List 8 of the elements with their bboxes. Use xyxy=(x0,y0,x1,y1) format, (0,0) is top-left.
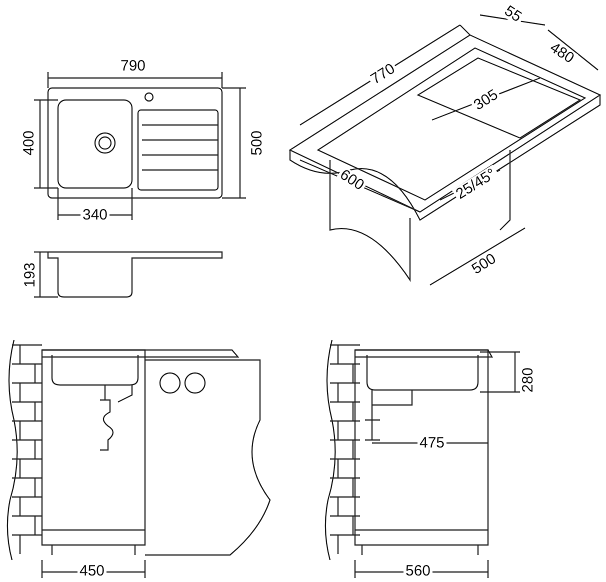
dimension-value: 280 xyxy=(520,365,536,395)
dimension-value: 560 xyxy=(403,564,433,578)
dimension-value: 340 xyxy=(80,208,110,222)
dimension-value: 475 xyxy=(417,436,447,450)
dimension-value: 400 xyxy=(22,128,36,158)
dimension-value: 450 xyxy=(77,564,107,578)
dimension-value: 500 xyxy=(250,128,264,158)
dimension-value: 790 xyxy=(118,58,148,74)
